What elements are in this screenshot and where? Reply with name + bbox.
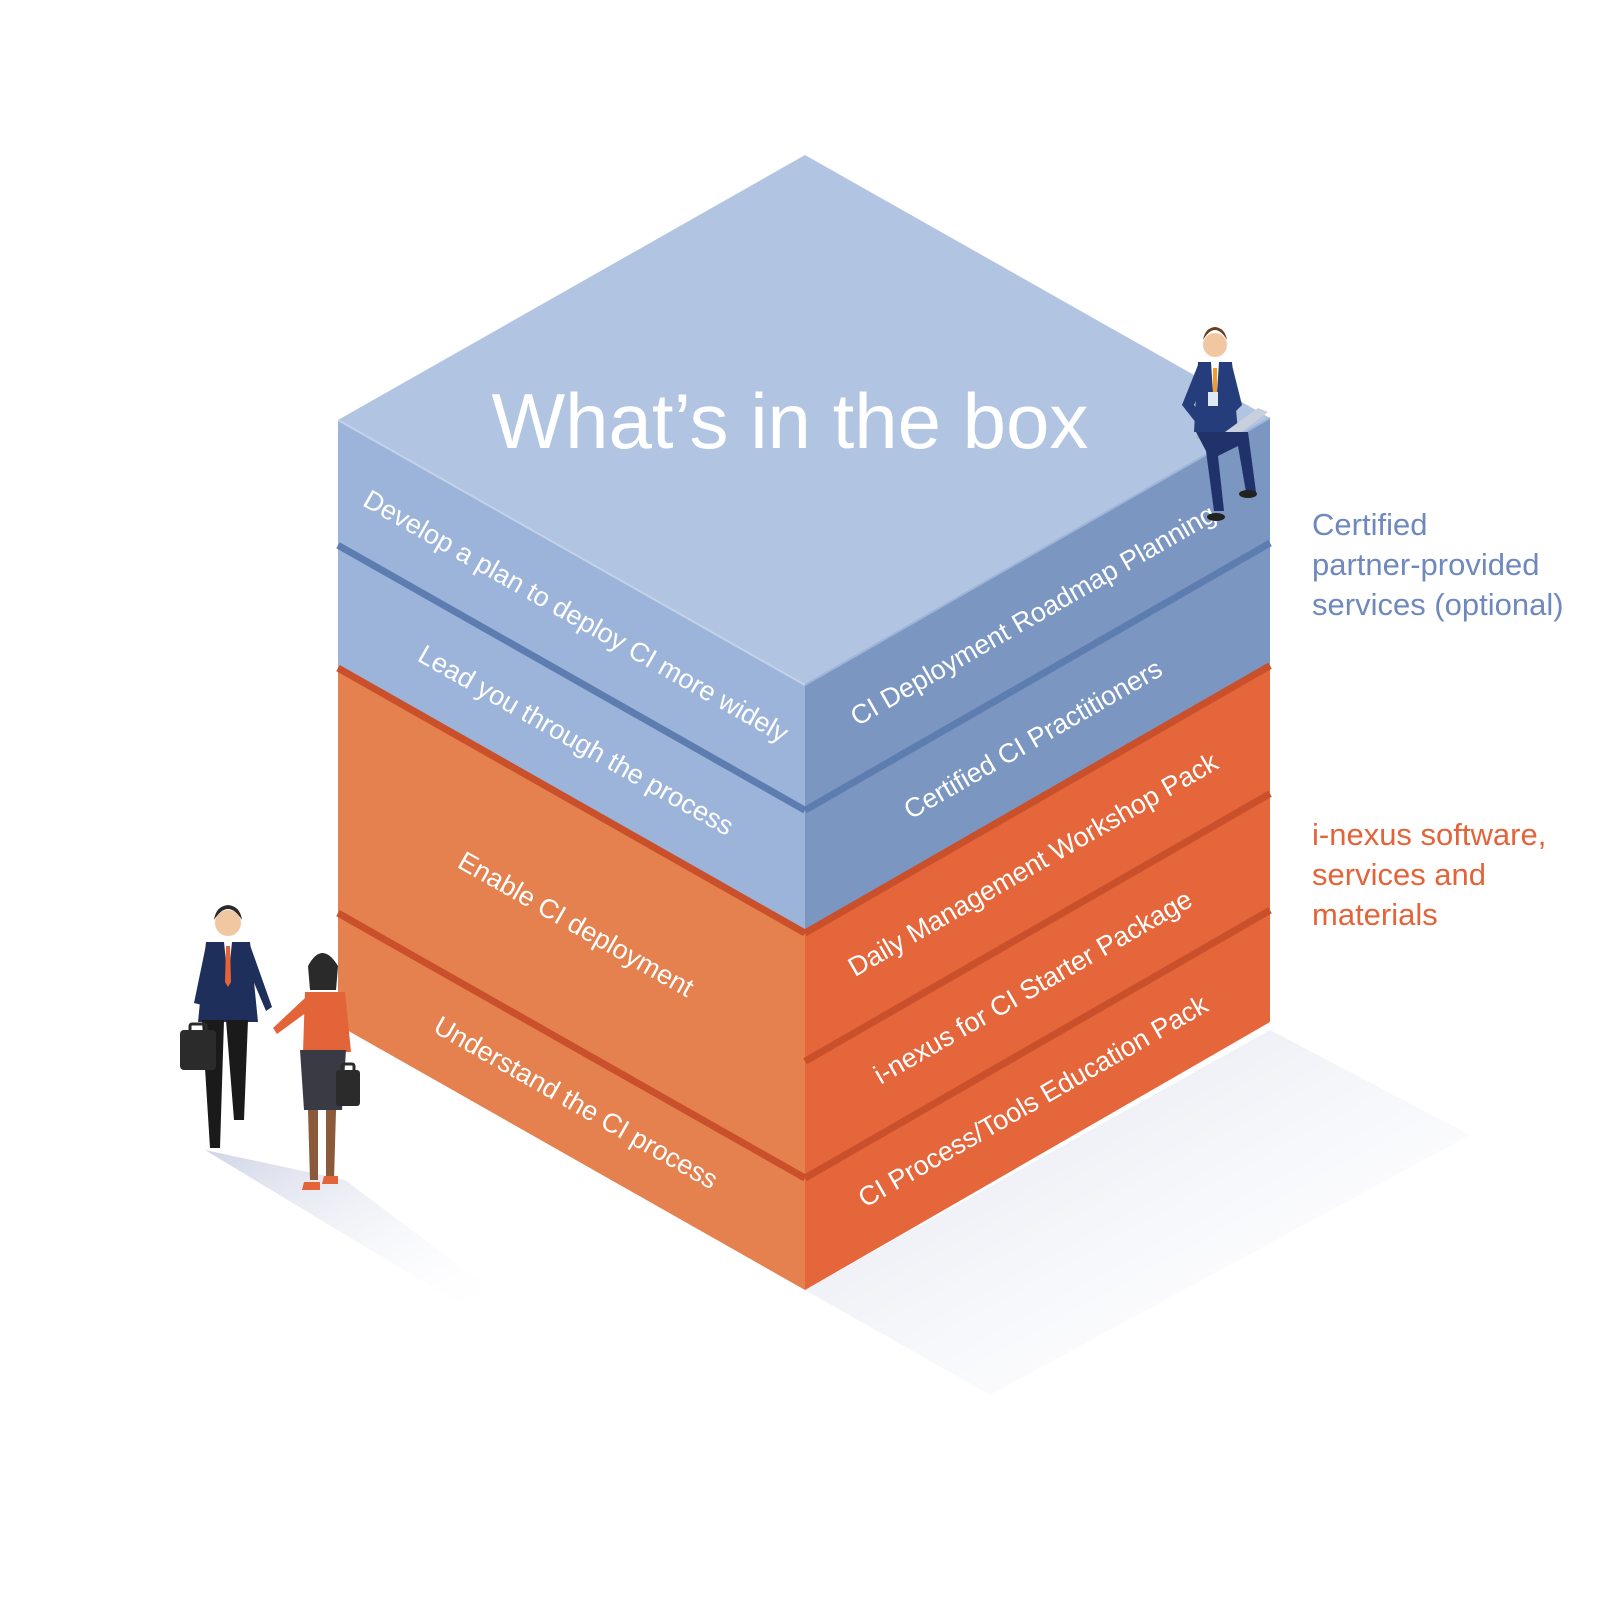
layer-left-face bbox=[338, 668, 805, 1179]
layer-right-face bbox=[805, 418, 1270, 811]
layer-divider bbox=[803, 907, 1272, 1182]
legend-partner-services: Certified partner-provided services (opt… bbox=[1312, 507, 1564, 622]
businesswoman-with-briefcase-icon bbox=[273, 953, 360, 1190]
legend-inexus-materials: i-nexus software, services and materials bbox=[1312, 817, 1547, 932]
layer-right-face bbox=[805, 543, 1270, 934]
box-title: What’s in the box bbox=[492, 377, 1089, 465]
layer-divider bbox=[336, 910, 807, 1182]
layer-divider bbox=[336, 542, 807, 814]
layer-right-face bbox=[805, 910, 1270, 1290]
layer-left-face bbox=[338, 420, 805, 811]
layer-right-face bbox=[805, 665, 1270, 1062]
layer-divider bbox=[803, 539, 1272, 814]
box-shadow bbox=[805, 1030, 1470, 1395]
layer-divider bbox=[803, 790, 1272, 1065]
people-shadow bbox=[205, 1150, 505, 1310]
layer-left-face bbox=[338, 545, 805, 934]
sitting-man-with-laptop-icon bbox=[1182, 327, 1268, 521]
box-top-face bbox=[338, 155, 1270, 685]
businessman-with-briefcase-icon bbox=[180, 905, 272, 1148]
layer-divider bbox=[336, 665, 807, 937]
box-faces bbox=[336, 418, 1272, 1290]
layer-divider bbox=[803, 662, 1272, 937]
layer-left-face bbox=[338, 913, 805, 1290]
layer-right-face bbox=[805, 793, 1270, 1179]
